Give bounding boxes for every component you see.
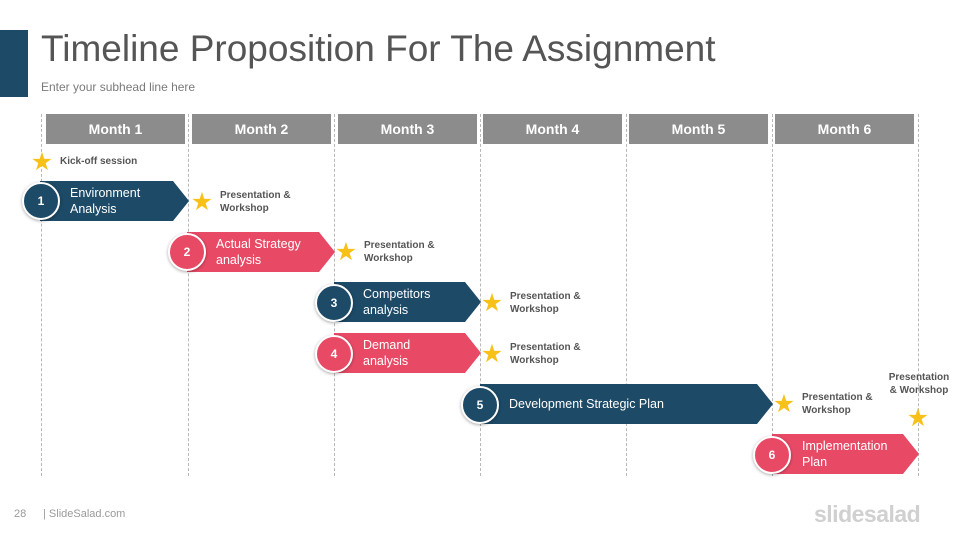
month-divider xyxy=(188,114,189,476)
month-divider xyxy=(626,114,627,476)
task-number-badge: 5 xyxy=(461,386,499,424)
task-label: Demand analysis xyxy=(363,338,411,368)
kickoff-label: Kick-off session xyxy=(60,156,138,167)
task-arrow xyxy=(187,232,335,272)
month-header: Month 4 xyxy=(483,114,622,144)
month-header: Month 5 xyxy=(629,114,768,144)
task-number-badge: 6 xyxy=(753,436,791,474)
milestone-label: Presentation & Workshop xyxy=(510,291,581,315)
brand-logo: slidesalad xyxy=(814,501,921,527)
task-label: Development Strategic Plan xyxy=(509,397,664,411)
task-number-badge: 1 xyxy=(22,182,60,220)
task-label: Actual Strategy analysis xyxy=(216,237,301,267)
star-icon: ★ xyxy=(772,389,796,418)
star-icon: ★ xyxy=(334,237,358,266)
task-number-badge: 3 xyxy=(315,284,353,322)
task-label: Environment Analysis xyxy=(70,186,141,216)
task-label: Competitors analysis xyxy=(363,287,431,317)
month-divider xyxy=(41,114,42,476)
task-label: Implementation Plan xyxy=(802,439,888,469)
month-divider xyxy=(918,114,919,476)
month-header: Month 1 xyxy=(46,114,185,144)
page-subtitle: Enter your subhead line here xyxy=(41,80,196,94)
page-number: 28 xyxy=(14,508,27,520)
task-number-badge: 4 xyxy=(315,335,353,373)
month-divider xyxy=(772,114,773,476)
footer-brand: | SlideSalad.com xyxy=(43,508,126,520)
task-number-badge: 2 xyxy=(168,233,206,271)
milestone-label: Presentation & Workshop xyxy=(364,240,435,264)
task-arrow xyxy=(334,282,481,322)
month-header: Month 2 xyxy=(192,114,331,144)
page-title: Timeline Proposition For The Assignment xyxy=(41,28,716,69)
title-accent-bar xyxy=(0,30,28,97)
task-arrow xyxy=(772,434,919,474)
star-icon: ★ xyxy=(906,403,930,432)
month-header: Month 6 xyxy=(775,114,914,144)
task-arrow xyxy=(40,181,189,221)
milestone-label: Presentation & Workshop xyxy=(888,372,950,396)
month-divider xyxy=(480,114,481,476)
milestone-label: Presentation & Workshop xyxy=(802,392,873,416)
task-arrow xyxy=(480,384,773,424)
task-arrow xyxy=(334,333,481,373)
milestone-label: Presentation & Workshop xyxy=(220,190,291,214)
star-icon: ★ xyxy=(30,147,54,176)
month-header: Month 3 xyxy=(338,114,477,144)
star-icon: ★ xyxy=(190,187,214,216)
star-icon: ★ xyxy=(480,339,504,368)
milestone-label: Presentation & Workshop xyxy=(510,342,581,366)
star-icon: ★ xyxy=(480,288,504,317)
